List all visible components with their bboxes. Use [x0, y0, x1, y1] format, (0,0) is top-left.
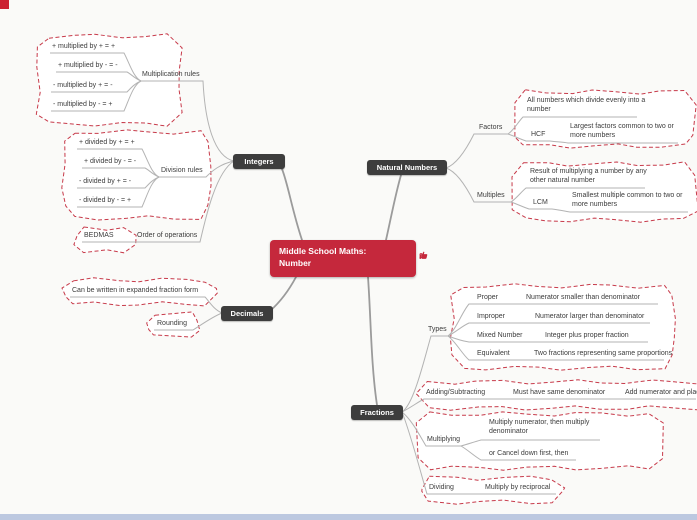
- topic-decimals[interactable]: Decimals: [221, 306, 273, 321]
- root-title-line1: Middle School Maths:: [279, 246, 367, 256]
- dividing-node[interactable]: Dividing: [429, 484, 454, 491]
- adding-subtracting-node[interactable]: Adding/Subtracting: [426, 389, 486, 396]
- topic-fractions[interactable]: Fractions: [351, 405, 403, 420]
- multiples-definition[interactable]: Result of multiplying a number by any ot…: [530, 168, 647, 185]
- corner-marker: [0, 0, 9, 9]
- type-mixed-number[interactable]: Mixed Number: [477, 332, 523, 339]
- factors-node[interactable]: Factors: [479, 124, 503, 131]
- multiplication-rules-node[interactable]: Multiplication rules: [142, 71, 200, 78]
- hcf-node[interactable]: HCF: [531, 131, 546, 138]
- root-title-line2: Number: [279, 258, 312, 269]
- type-equivalent-definition[interactable]: Two fractions representing same proporti…: [534, 350, 673, 357]
- div-rule-2[interactable]: + divided by - = -: [84, 158, 137, 165]
- type-equivalent[interactable]: Equivalent: [477, 350, 510, 357]
- adding-step2[interactable]: Add numerator and place: [625, 389, 697, 396]
- div-rule-4[interactable]: - divided by - = +: [79, 197, 132, 204]
- bedmas-node[interactable]: BEDMAS: [84, 232, 114, 239]
- factors-definition[interactable]: All numbers which divide evenly into a n…: [527, 97, 646, 114]
- expanded-form-node[interactable]: Can be written in expanded fraction form: [72, 287, 199, 294]
- mult-rule-2[interactable]: + multiplied by - = -: [58, 62, 118, 69]
- div-rule-3[interactable]: - divided by + = -: [79, 178, 132, 185]
- branch-lines: [50, 52, 696, 495]
- order-of-operations-node[interactable]: Order of operations: [137, 232, 198, 239]
- mult-rule-4[interactable]: - multiplied by - = +: [53, 101, 113, 108]
- likes-badge[interactable]: 1: [419, 251, 428, 260]
- rounding-node[interactable]: Rounding: [157, 320, 187, 327]
- hcf-definition[interactable]: Largest factors common to two or more nu…: [570, 123, 674, 140]
- type-proper-definition[interactable]: Numerator smaller than denominator: [526, 294, 640, 301]
- type-improper-definition[interactable]: Numerator larger than denominator: [535, 313, 645, 320]
- lcm-node[interactable]: LCM: [533, 199, 548, 206]
- mult-rule-3[interactable]: - multiplied by + = -: [53, 82, 113, 89]
- thumbs-up-icon: [419, 251, 428, 259]
- div-rule-1[interactable]: + divided by + = +: [79, 139, 135, 146]
- root-node[interactable]: Middle School Maths: Number: [270, 240, 416, 277]
- types-node[interactable]: Types: [428, 326, 447, 333]
- multiplying-node[interactable]: Multiplying: [427, 436, 461, 443]
- division-rules-node[interactable]: Division rules: [161, 167, 203, 174]
- boundary-clouds: [35, 33, 697, 505]
- multiplying-note1[interactable]: Multiply numerator, then multiply denomi…: [489, 419, 590, 436]
- topic-integers[interactable]: Integers: [233, 154, 285, 169]
- topic-natural-numbers[interactable]: Natural Numbers: [367, 160, 447, 175]
- dividing-note[interactable]: Multiply by reciprocal: [485, 484, 551, 491]
- multiples-node[interactable]: Multiples: [477, 192, 505, 199]
- type-improper[interactable]: Improper: [477, 313, 506, 320]
- horizontal-scrollbar[interactable]: [0, 514, 697, 520]
- lcm-definition[interactable]: Smallest multiple common to two or more …: [572, 192, 683, 209]
- type-mixed-definition[interactable]: Integer plus proper fraction: [545, 332, 629, 339]
- mult-rule-1[interactable]: + multiplied by + = +: [52, 43, 116, 50]
- multiplying-note2[interactable]: or Cancel down first, then: [489, 450, 569, 457]
- adding-step1[interactable]: Must have same denominator: [513, 389, 606, 396]
- type-proper[interactable]: Proper: [477, 294, 499, 301]
